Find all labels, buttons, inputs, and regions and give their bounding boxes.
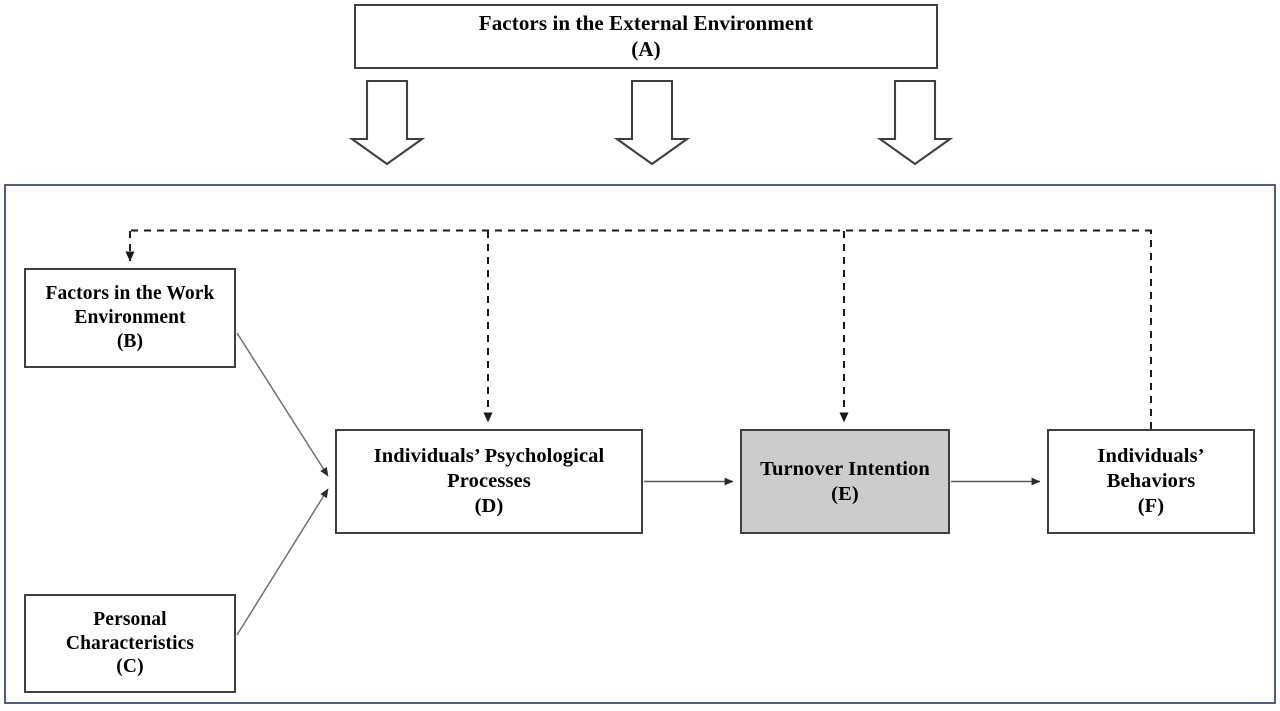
box-c-label: Personal Characteristics (C) <box>65 608 195 678</box>
box-factors-work-environment: Factors in the Work Environment (B) <box>24 268 236 368</box>
organizational-boundary <box>4 184 1276 704</box>
block-arrow-down-center <box>613 79 691 166</box>
box-b-label: Factors in the Work Environment (B) <box>45 283 215 352</box>
box-turnover-intention: Turnover Intention (E) <box>740 429 950 534</box>
box-individuals-psychological-processes: Individuals’ Psychological Processes (D) <box>335 429 643 534</box>
block-arrow-down-left <box>348 79 426 166</box>
box-e-label: Turnover Intention (E) <box>760 457 930 505</box>
box-d-label: Individuals’ Psychological Processes (D) <box>373 445 605 517</box>
box-a-label: Factors in the External Environment (A) <box>478 10 814 61</box>
box-personal-characteristics: Personal Characteristics (C) <box>24 594 236 693</box>
box-factors-external-environment: Factors in the External Environment (A) <box>354 4 938 69</box>
box-f-label: Individuals’ Behaviors (F) <box>1097 445 1205 517</box>
block-arrow-down-right <box>876 79 954 166</box>
box-individuals-behaviors: Individuals’ Behaviors (F) <box>1047 429 1255 534</box>
